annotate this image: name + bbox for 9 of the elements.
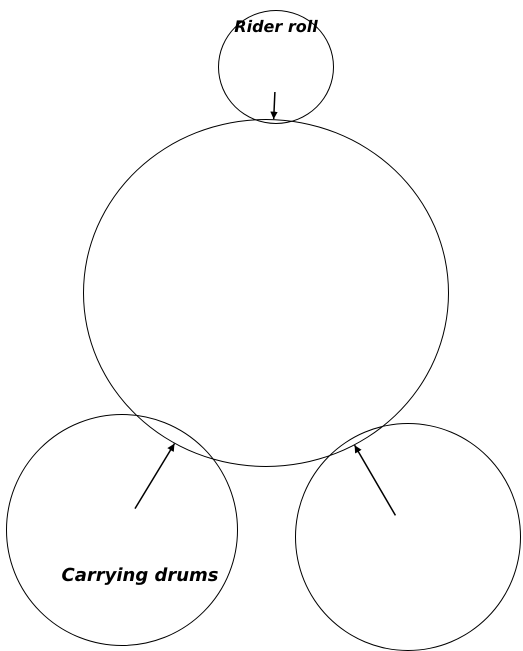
- roll-circle: [83, 119, 449, 467]
- roll-label: Rider roll: [234, 17, 318, 36]
- roll-circle: [6, 414, 238, 646]
- roll-label: Carrying drums: [61, 565, 219, 586]
- arrow: [354, 444, 396, 516]
- arrow: [134, 443, 176, 510]
- arrow: [270, 92, 278, 120]
- roll-circle: [295, 423, 521, 651]
- roll-circle: [218, 10, 334, 124]
